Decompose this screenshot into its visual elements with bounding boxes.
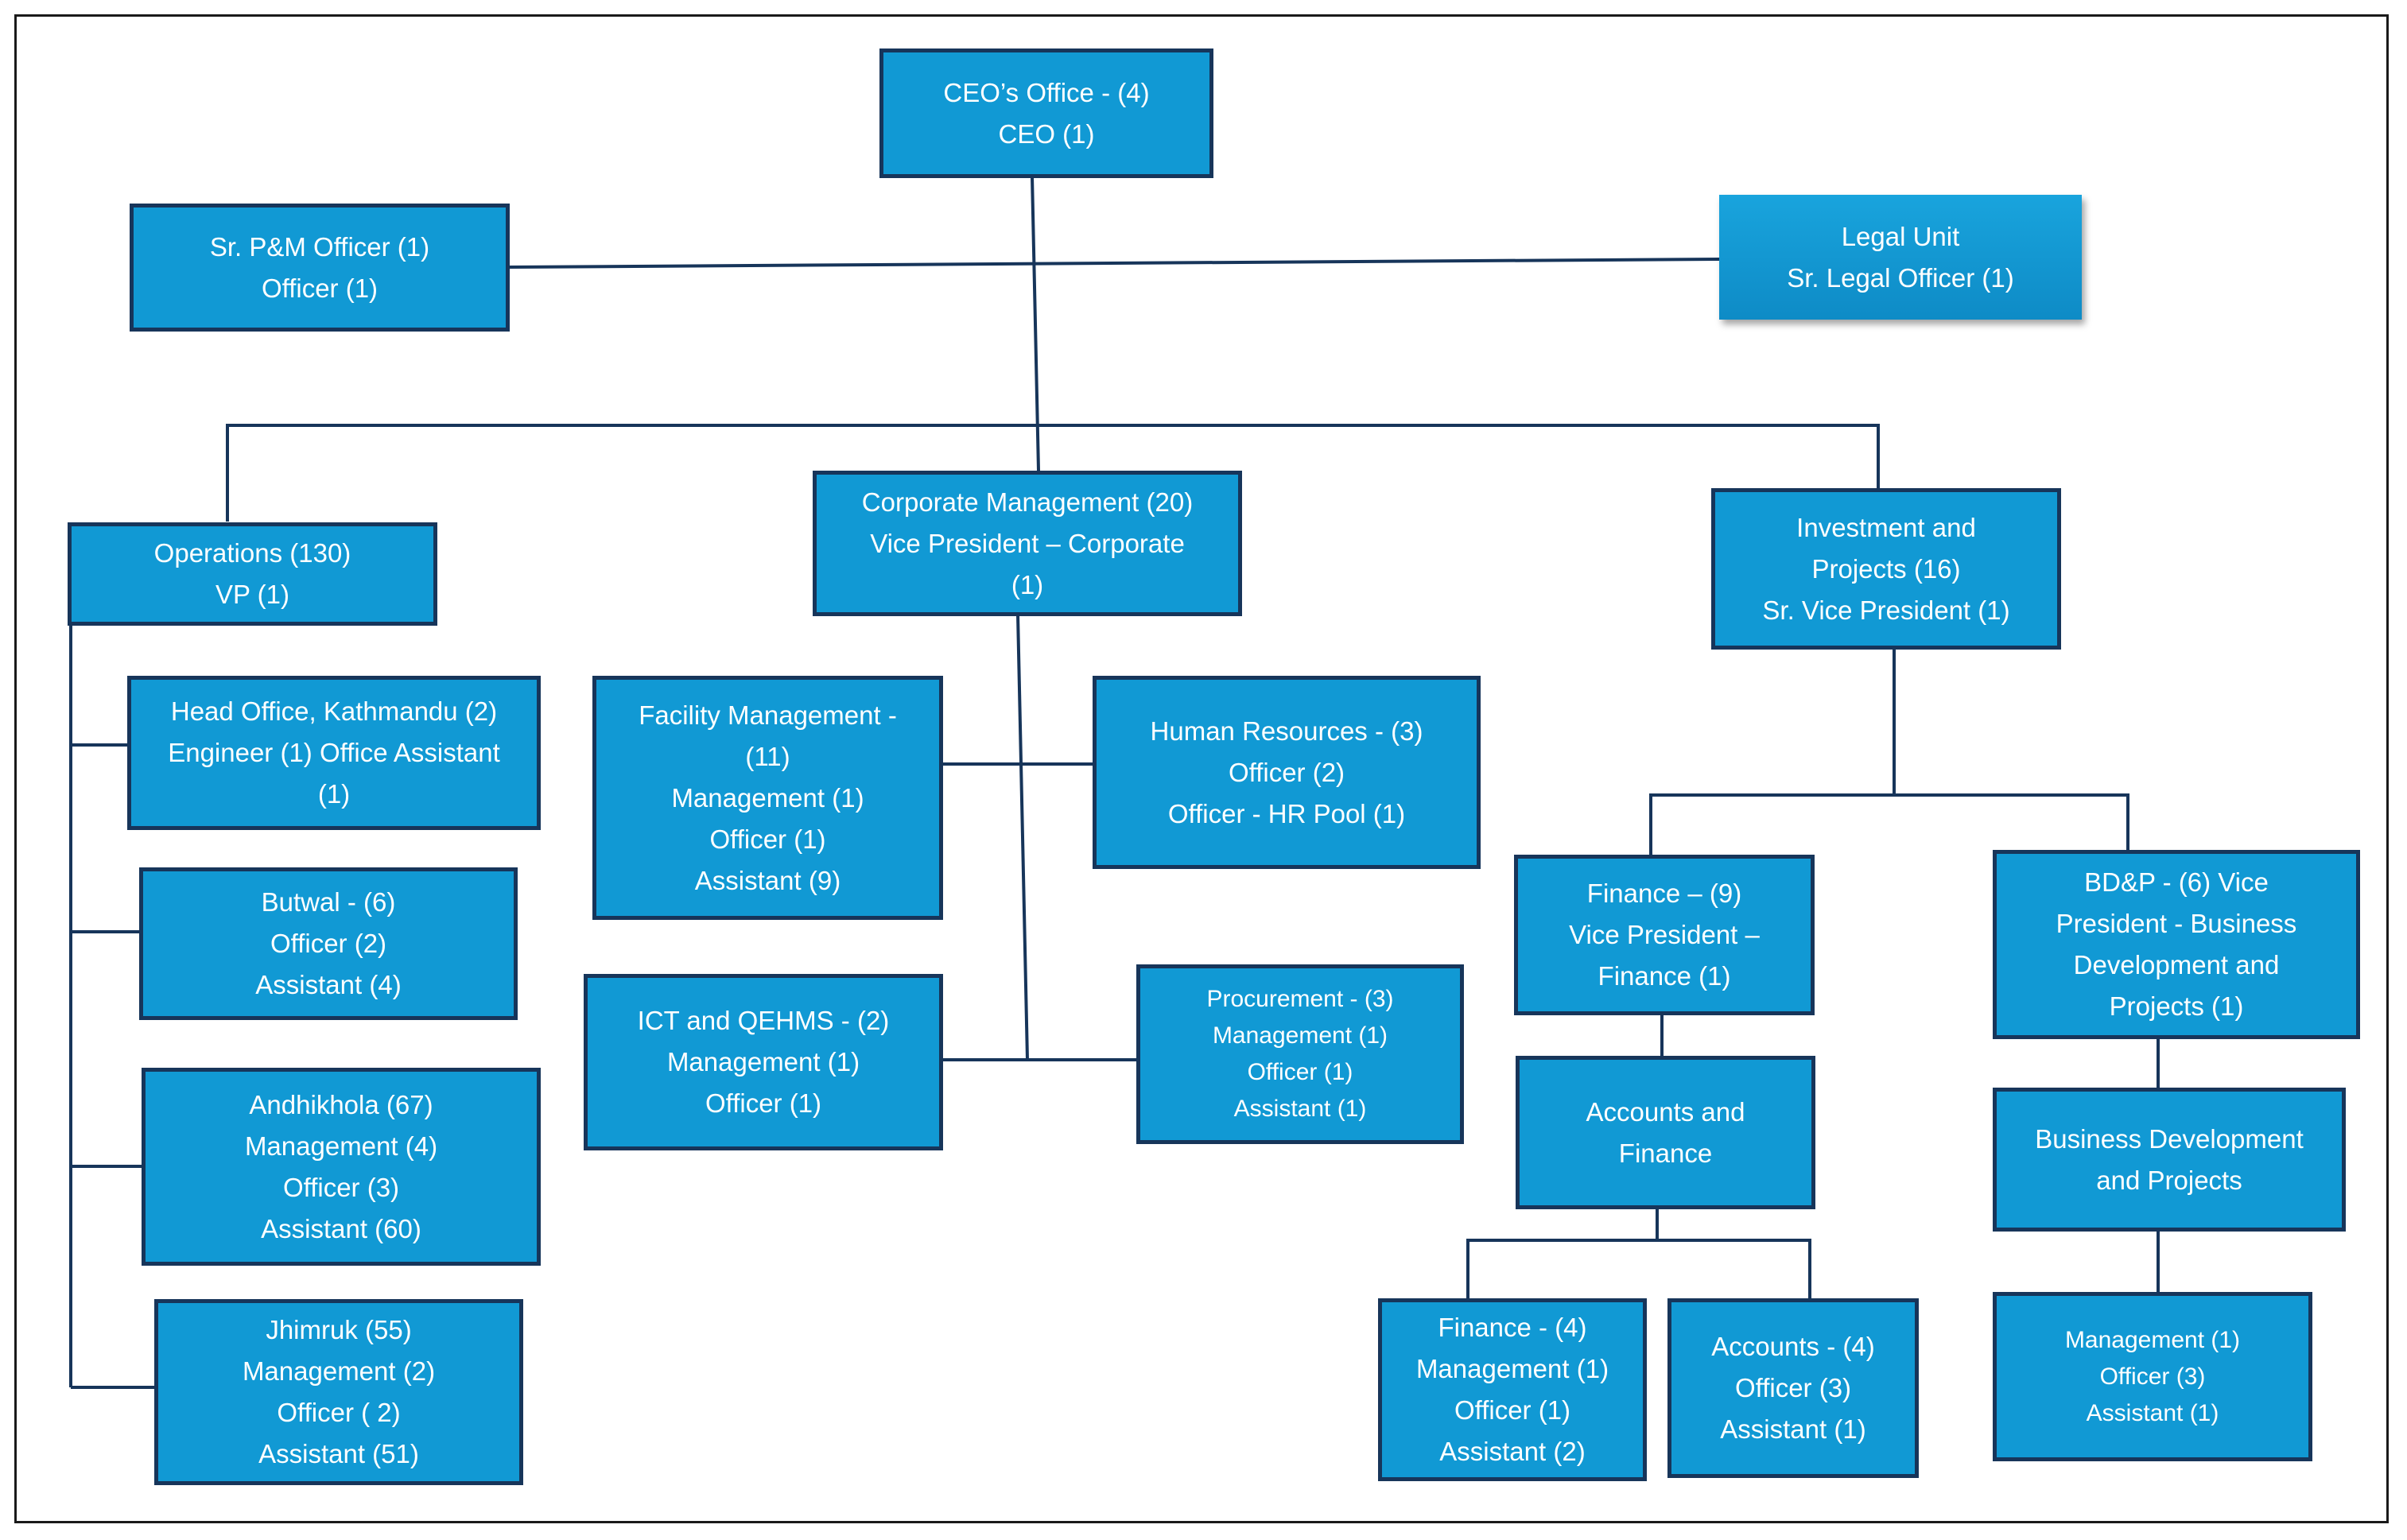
connector-af-bus — [1466, 1239, 1811, 1298]
node-human-resources: Human Resources - (3) Officer (2) Officer … — [1093, 676, 1481, 869]
node-line: Jhimruk (55) — [266, 1315, 412, 1344]
connector-investment-bus — [1649, 793, 2129, 855]
node-line: Officer (1) — [1247, 1059, 1353, 1085]
node-line: ICT and QEHMS - (2) — [637, 1006, 890, 1035]
node-corporate-management: Corporate Management (20) Vice President … — [813, 471, 1242, 616]
node-ict-qehms: ICT and QEHMS - (2) Management (1) Officer… — [584, 974, 943, 1150]
node-line: Procurement - (3) — [1206, 986, 1394, 1012]
node-line: Projects (1) — [2109, 991, 2244, 1021]
node-line: Management (1) — [671, 782, 864, 813]
node-line: Human Resources - (3) — [1150, 716, 1423, 746]
node-line: Operations (130) — [153, 538, 351, 568]
node-line: BD&P - (6) Vice — [2084, 867, 2269, 897]
node-line: Assistant (1) — [1233, 1096, 1367, 1122]
node-line: Officer (2) — [270, 929, 387, 958]
node-line: Officer (1) — [705, 1088, 822, 1118]
node-line: Finance (1) — [1598, 961, 1731, 991]
node-line: Business Development — [2035, 1123, 2304, 1154]
node-line: Management (1) — [1415, 1354, 1609, 1383]
node-line: Finance - (4) — [1438, 1313, 1587, 1342]
node-line: Sr. Vice President (1) — [1762, 595, 2010, 625]
node-andhikhola: Andhikhola (67) Management (4) Officer (3)… — [142, 1068, 541, 1266]
node-line: Butwal - (6) — [261, 887, 396, 917]
node-line: Management (1) — [1212, 1022, 1388, 1049]
node-procurement: Procurement - (3) Management (1) Officer (… — [1136, 964, 1464, 1144]
connector-advisory — [508, 258, 1720, 269]
node-line: VP (1) — [215, 580, 289, 609]
node-line: Officer (1) — [261, 273, 379, 303]
node-pm-officer: Sr. P&M Officer (1) Officer (1) — [130, 204, 510, 332]
node-line: Assistant (9) — [694, 865, 841, 895]
node-line: Engineer (1) Office Assistant — [168, 738, 500, 767]
node-butwal: Butwal - (6) Officer (2) Assistant (4) — [139, 867, 518, 1020]
node-line: Corporate Management (20) — [861, 487, 1194, 517]
node-accounts-unit: Accounts - (4) Officer (3) Assistant (1) — [1667, 1298, 1919, 1478]
node-line: CEO’s Office - (4) — [943, 77, 1150, 107]
node-operations: Operations (130) VP (1) — [68, 522, 437, 626]
node-business-development: Business Development and Projects — [1993, 1088, 2346, 1232]
diagram-frame — [14, 14, 2389, 1523]
node-line: Finance – (9) — [1586, 879, 1742, 908]
node-line: Investment and — [1796, 512, 1976, 542]
node-line: Assistant (60) — [261, 1213, 421, 1243]
node-line: Accounts and — [1586, 1096, 1745, 1127]
node-line: Management (4) — [244, 1131, 438, 1161]
node-line: and Projects — [2096, 1165, 2242, 1195]
node-line: Management (2) — [242, 1356, 436, 1386]
node-line: Assistant (2) — [1439, 1437, 1586, 1466]
node-line: Sr. P&M Officer (1) — [209, 231, 430, 262]
node-line: President - Business — [2056, 909, 2297, 938]
node-line: Officer - HR Pool (1) — [1167, 798, 1406, 828]
node-line: Finance — [1618, 1138, 1713, 1168]
node-line: Vice President – Corporate — [870, 528, 1185, 558]
node-line: Officer (3) — [2099, 1363, 2206, 1390]
node-line: Management (1) — [2064, 1326, 2241, 1353]
node-line: Assistant (4) — [255, 970, 402, 999]
node-facility-management: Facility Management - (11) Management (1) O… — [592, 676, 943, 920]
node-line: Assistant (1) — [2086, 1399, 2219, 1426]
node-line: Assistant (51) — [258, 1439, 419, 1468]
node-head-office: Head Office, Kathmandu (2) Engineer (1) O… — [127, 676, 541, 830]
node-line: Head Office, Kathmandu (2) — [170, 696, 498, 726]
node-line: Andhikhola (67) — [249, 1089, 433, 1119]
node-line: Development and — [2073, 950, 2280, 979]
node-line: Officer (3) — [1734, 1373, 1852, 1402]
node-finance-vp: Finance – (9) Vice President – Finance (1) — [1514, 855, 1815, 1015]
node-line: CEO (1) — [998, 118, 1095, 149]
node-line: Management (1) — [666, 1047, 860, 1076]
node-line: Assistant (1) — [1720, 1414, 1866, 1444]
node-finance-unit: Finance - (4) Management (1) Officer (1) As… — [1378, 1298, 1647, 1481]
connector-division-bus — [226, 424, 1880, 522]
node-line: Officer (3) — [282, 1172, 400, 1202]
node-jhimruk: Jhimruk (55) Management (2) Officer ( 2) As… — [154, 1299, 523, 1485]
node-line: (11) — [745, 741, 790, 771]
connector-corporate-spine — [1016, 614, 1029, 1061]
node-line: Facility Management - — [639, 700, 897, 730]
node-line: Accounts - (4) — [1711, 1332, 1875, 1361]
node-line: Officer (1) — [709, 824, 826, 854]
node-line: Officer ( 2) — [277, 1398, 401, 1427]
node-line: Officer (2) — [1228, 757, 1345, 787]
node-bd-unit: Management (1) Officer (3) Assistant (1) — [1993, 1292, 2312, 1461]
connector-ceo-trunk — [1031, 176, 1040, 471]
node-line: Legal Unit — [1841, 221, 1960, 251]
node-line: (1) — [1011, 569, 1044, 599]
node-line: Vice President – — [1569, 920, 1760, 949]
node-line: Officer (1) — [1454, 1395, 1571, 1425]
node-ceo-office: CEO’s Office - (4) CEO (1) — [879, 48, 1213, 178]
node-line: (1) — [317, 779, 351, 809]
node-line: Projects (16) — [1811, 553, 1961, 584]
node-line: Sr. Legal Officer (1) — [1787, 262, 2014, 293]
